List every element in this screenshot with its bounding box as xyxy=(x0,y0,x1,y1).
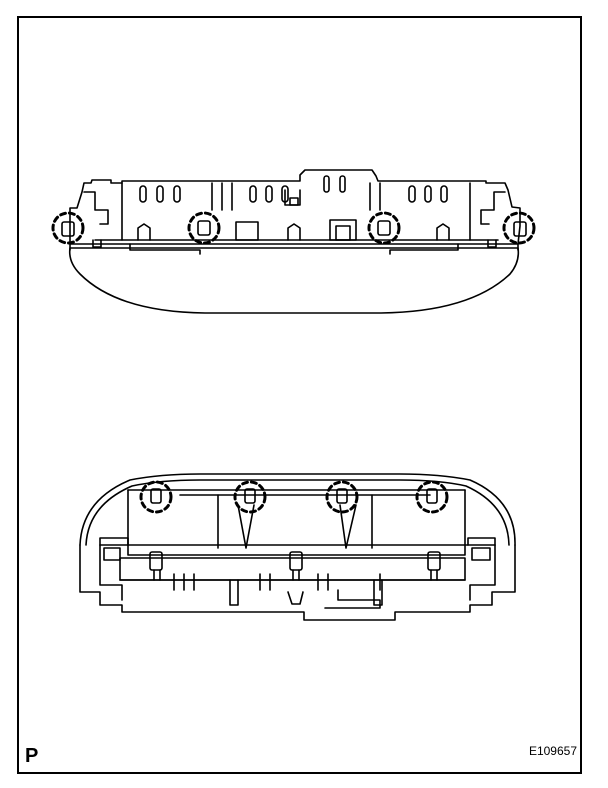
clip-callout xyxy=(415,480,449,514)
corner-label: P xyxy=(25,745,39,767)
clip-callout xyxy=(502,211,536,245)
bottom-view-clips xyxy=(150,488,438,504)
top-view-callouts xyxy=(51,211,536,245)
bottom-view xyxy=(79,473,516,621)
clip-callout xyxy=(51,211,85,245)
figure-frame xyxy=(17,16,582,774)
bottom-view-callouts xyxy=(139,480,449,514)
bottom-view-housing-outline xyxy=(79,544,516,621)
figure-code: E109657 xyxy=(528,744,577,758)
top-view-housing-outline xyxy=(69,169,521,245)
clip-callout xyxy=(187,211,221,245)
clip-callout xyxy=(325,480,359,514)
clip-callout xyxy=(139,480,173,514)
clip-callout xyxy=(367,211,401,245)
bottom-view-lens-outline xyxy=(79,473,516,546)
top-view-lens-body xyxy=(68,247,520,314)
clip-callout xyxy=(233,480,267,514)
top-view-inner-frame xyxy=(121,182,471,241)
top-view xyxy=(61,169,527,314)
